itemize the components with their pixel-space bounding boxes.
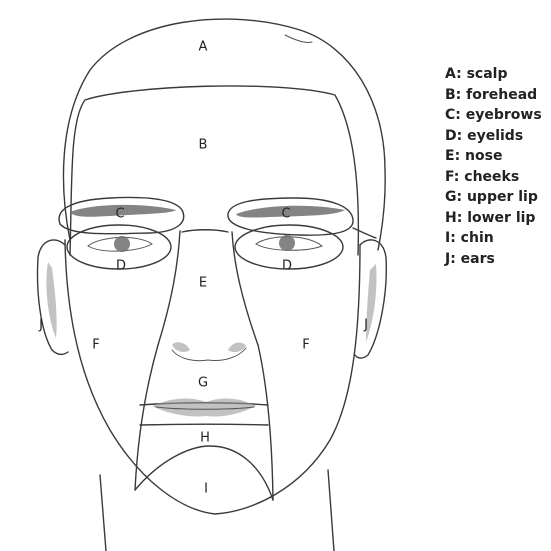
legend-item-nose: E: nose: [445, 146, 542, 167]
face-contour: [65, 240, 360, 514]
region-label-g: G: [198, 376, 208, 391]
legend-item-forehead: B: forehead: [445, 85, 542, 106]
legend-item-chin: I: chin: [445, 228, 542, 249]
region-label-e: E: [199, 276, 207, 291]
hair-crown-stroke: [285, 35, 312, 43]
neck-right: [328, 470, 334, 551]
lower-lip-line: [140, 424, 268, 425]
region-label-j-right: J: [363, 318, 368, 333]
iris-right: [279, 235, 295, 251]
nostril-left: [172, 342, 190, 352]
lips: [152, 399, 256, 417]
legend-item-scalp: A: scalp: [445, 64, 542, 85]
region-label-i: I: [204, 482, 208, 497]
brow-bridge: [182, 230, 228, 232]
ear-left-inner: [46, 262, 56, 338]
region-label-d-left: D: [116, 259, 126, 274]
region-label-f-left: F: [92, 338, 99, 353]
region-label-j-left: J: [38, 318, 43, 333]
legend-item-lower-lip: H: lower lip: [445, 208, 542, 229]
neck-left: [100, 475, 106, 551]
legend: A: scalp B: forehead C: eyebrows D: eyel…: [445, 64, 542, 269]
legend-item-ears: J: ears: [445, 249, 542, 270]
region-label-b: B: [199, 138, 208, 153]
region-label-c-right: C: [281, 207, 290, 222]
legend-item-cheeks: F: cheeks: [445, 167, 542, 188]
region-label-a: A: [199, 40, 208, 55]
region-label-f-right: F: [302, 338, 309, 353]
legend-item-eyelids: D: eyelids: [445, 126, 542, 147]
iris-left: [114, 236, 130, 252]
region-label-d-right: D: [282, 259, 292, 274]
region-label-c-left: C: [115, 207, 124, 222]
legend-item-upper-lip: G: upper lip: [445, 187, 542, 208]
nose-left-side: [158, 231, 180, 345]
cheek-line-right: [258, 345, 273, 500]
region-label-h: H: [200, 431, 210, 446]
eye-bridge-right: [353, 228, 376, 238]
legend-item-eyebrows: C: eyebrows: [445, 105, 542, 126]
